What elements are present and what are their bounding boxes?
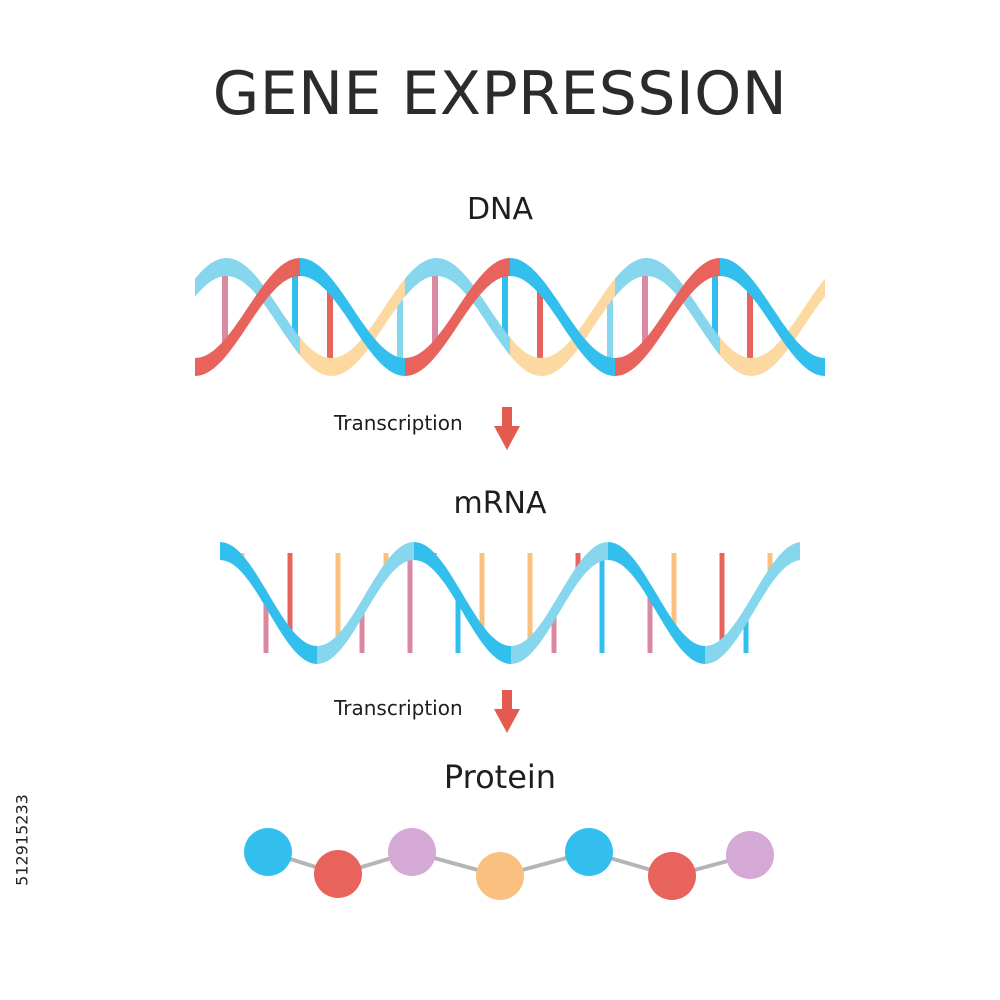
base-pair-rung <box>712 271 718 337</box>
dna-strand-segment <box>405 258 511 376</box>
mrna-backbone-segment <box>414 542 512 664</box>
amino-acid-7 <box>726 831 774 879</box>
protein-label: Protein <box>443 758 557 796</box>
mrna-backbone-segment <box>705 542 800 664</box>
dna-strand-segment <box>720 258 825 376</box>
mrna-backbone-segment <box>317 542 415 664</box>
dna-strand-segment <box>195 258 301 376</box>
base-pair-rung <box>527 553 533 646</box>
mrna-backbone-segment <box>511 542 609 664</box>
mrna-label: mRNA <box>453 486 547 521</box>
dna-strand-segment <box>615 258 721 357</box>
base-pair-rung <box>287 553 293 637</box>
base-pair-rung <box>479 553 485 634</box>
dna-strand-segment <box>405 258 511 357</box>
mrna-backbone-segment <box>608 542 706 664</box>
base-pair-rung <box>719 553 725 648</box>
mrna-backbone-segment <box>220 542 318 664</box>
amino-acid-1 <box>244 828 292 876</box>
dna-strand-segment <box>300 258 406 376</box>
dna-strand-segment <box>300 277 406 376</box>
amino-acid-5 <box>565 828 613 876</box>
base-pair-rung <box>263 598 269 653</box>
stock-id-watermark: 512915233 <box>2 770 42 910</box>
base-pair-rung <box>575 553 581 574</box>
base-pair-rung <box>647 592 653 653</box>
base-pair-rung <box>359 608 365 653</box>
amino-acid-3 <box>388 828 436 876</box>
base-pair-rung <box>747 289 753 363</box>
base-pair-rung <box>397 298 403 363</box>
dna-base-pairs <box>222 271 753 363</box>
amino-acid-4 <box>476 852 524 900</box>
arrow-down-icon <box>494 407 520 450</box>
base-pair-rung <box>537 289 543 363</box>
base-pair-rung <box>502 271 508 337</box>
base-pair-rung <box>551 612 557 653</box>
mrna-backbone <box>220 542 800 664</box>
amino-acid-2 <box>314 850 362 898</box>
base-pair-rung <box>407 551 413 653</box>
diagram-title: GENE EXPRESSION <box>212 59 788 129</box>
transcription-label-2: Transcription <box>334 696 463 720</box>
dna-strands <box>195 258 825 376</box>
base-pair-rung <box>642 271 648 345</box>
dna-strand-segment <box>195 258 301 357</box>
base-pair-rung <box>222 271 228 345</box>
base-pair-rung <box>767 553 773 577</box>
base-pair-rung <box>327 289 333 363</box>
dna-strand-segment <box>615 258 721 376</box>
base-pair-rung <box>743 615 749 653</box>
base-pair-rung <box>607 298 613 363</box>
dna-label: DNA <box>466 192 534 227</box>
base-pair-rung <box>671 553 677 631</box>
base-pair-rung <box>335 553 341 644</box>
base-pair-rung <box>455 595 461 653</box>
dna-strand-segment <box>510 277 616 376</box>
arrow-down-icon <box>494 690 520 733</box>
base-pair-rung <box>432 271 438 345</box>
mrna-bases <box>239 551 773 655</box>
amino-acid-6 <box>648 852 696 900</box>
base-pair-rung <box>292 271 298 337</box>
dna-strand-segment <box>720 278 825 376</box>
dna-strand-segment <box>510 258 616 376</box>
base-pair-rung <box>599 552 605 653</box>
stock-id-text: 512915233 <box>12 794 32 886</box>
transcription-label-1: Transcription <box>334 411 463 435</box>
